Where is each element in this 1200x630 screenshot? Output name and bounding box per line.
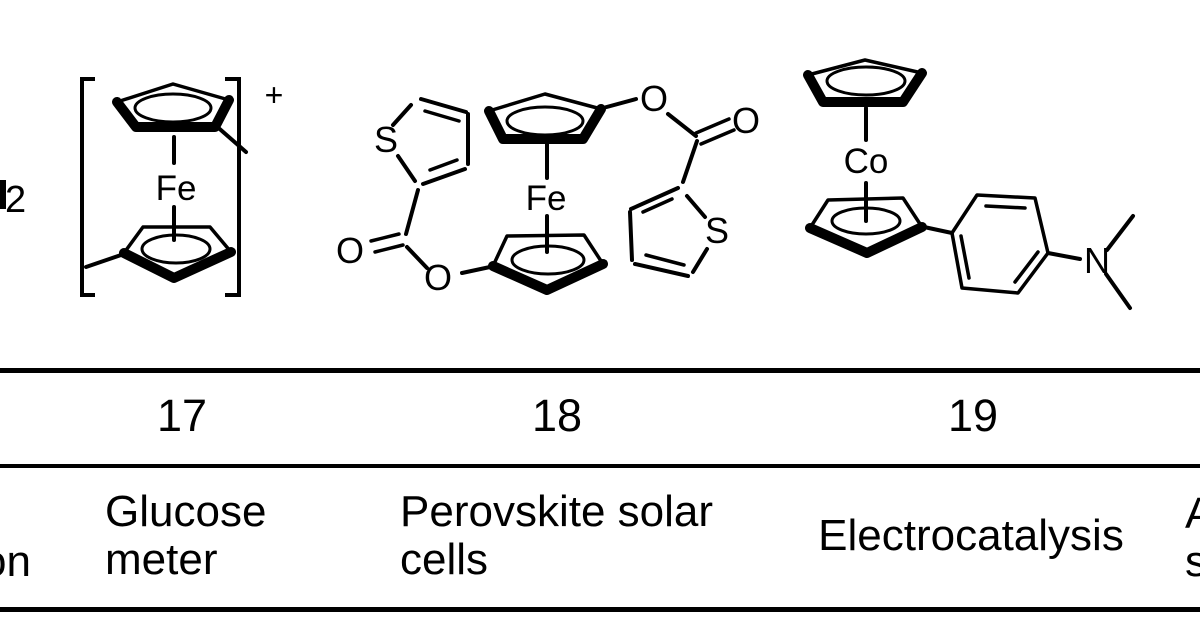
double-bond-line	[423, 109, 461, 123]
ester-group-top: O O	[601, 78, 760, 184]
bond	[391, 103, 413, 127]
bond	[601, 97, 638, 110]
ring-wedge	[488, 259, 608, 295]
structure-19: Co N	[803, 58, 1135, 310]
ring-inner-ellipse	[505, 105, 585, 137]
methyl-bond	[1104, 272, 1132, 310]
application-clipped-right-line2: s	[1185, 537, 1200, 586]
ester-group-bottom: O O	[336, 188, 492, 298]
o-carbonyl-label: O	[336, 230, 364, 271]
bond	[681, 139, 699, 184]
bond	[460, 265, 492, 275]
bracket-right	[225, 77, 241, 297]
table-rule-top	[0, 368, 1200, 373]
methyl-bond	[1105, 214, 1135, 252]
structure-17: + Fe	[80, 77, 284, 297]
cp-ring-top	[484, 92, 606, 144]
table-rule-middle	[0, 464, 1200, 468]
fe-label: Fe	[156, 169, 197, 208]
methyl-bond	[212, 122, 248, 154]
application-clipped-right-line1: A	[1185, 489, 1200, 538]
thiophene-ring-left: S	[374, 97, 470, 186]
bond	[628, 210, 634, 262]
bond	[1046, 251, 1082, 261]
cp-ring-bottom	[84, 225, 236, 283]
ring-inner-ellipse	[133, 92, 213, 124]
double-bond-line	[641, 197, 674, 214]
ring-inner-ellipse	[140, 233, 212, 265]
bond	[629, 186, 680, 211]
cp-ring-top	[112, 82, 248, 154]
o-ester-label: O	[424, 257, 452, 298]
double-bond-line	[699, 128, 736, 146]
ring-inner-ellipse	[510, 244, 586, 276]
bond	[396, 154, 417, 183]
compound-number-17: 17	[156, 390, 208, 441]
cp-ring-bottom	[488, 233, 608, 295]
phenylene-ring	[950, 193, 1050, 295]
methyl-bond	[84, 252, 126, 269]
double-bond-line	[984, 204, 1027, 210]
fe-label: Fe	[526, 179, 567, 218]
thiophene-ring-right: S	[628, 186, 729, 278]
application-17-line1: Glucose	[105, 487, 267, 536]
aryl-bond	[922, 225, 954, 235]
ring-inner-ellipse	[825, 65, 907, 97]
table-rule-bottom	[0, 607, 1200, 612]
bracket-left	[80, 77, 95, 297]
o-ester-label: O	[640, 78, 668, 119]
cp-ring-top	[803, 58, 927, 107]
bond	[633, 262, 690, 278]
application-18-line1: Perovskite solar	[400, 487, 714, 536]
double-bond-line	[644, 253, 686, 267]
bond	[405, 245, 429, 270]
bond	[404, 188, 420, 236]
application-clipped-left: on	[0, 537, 31, 586]
s-label: S	[705, 210, 729, 251]
structure-18: Fe O O S	[336, 78, 760, 298]
double-bond-line	[369, 232, 401, 243]
compound-number-18: 18	[531, 390, 583, 441]
application-17-line2: meter	[105, 535, 218, 584]
double-bond-line	[694, 117, 731, 135]
bond	[666, 112, 698, 138]
double-bond-line	[1013, 250, 1040, 284]
ring-outline	[950, 193, 1050, 295]
bond	[421, 167, 467, 186]
double-bond-line	[373, 243, 405, 254]
bond	[685, 194, 707, 219]
ring-wedge	[112, 95, 234, 132]
double-bond-line	[428, 158, 459, 172]
cation-charge-label: +	[265, 77, 284, 113]
ring-wedge	[119, 247, 236, 283]
clipped-letter-stem	[0, 180, 6, 209]
clipped-subscript-label: 2	[5, 179, 26, 221]
cp-ring-bottom	[805, 196, 927, 258]
bond	[419, 97, 468, 114]
ring-wedge	[805, 222, 927, 258]
ring-inner-ellipse	[830, 206, 902, 236]
o-carbonyl-label: O	[732, 100, 760, 141]
co-label: Co	[844, 142, 889, 181]
dimethylamino-group: N	[1046, 214, 1135, 310]
clipped-structure-fragment-top-left: 2	[0, 179, 26, 221]
double-bond-line	[959, 234, 971, 280]
ring-wedge	[484, 104, 606, 144]
application-19: Electrocatalysis	[818, 511, 1124, 560]
ring-wedge	[803, 68, 927, 107]
compound-number-19: 19	[947, 390, 999, 441]
application-18-line2: cells	[400, 535, 489, 584]
bond	[691, 247, 709, 274]
